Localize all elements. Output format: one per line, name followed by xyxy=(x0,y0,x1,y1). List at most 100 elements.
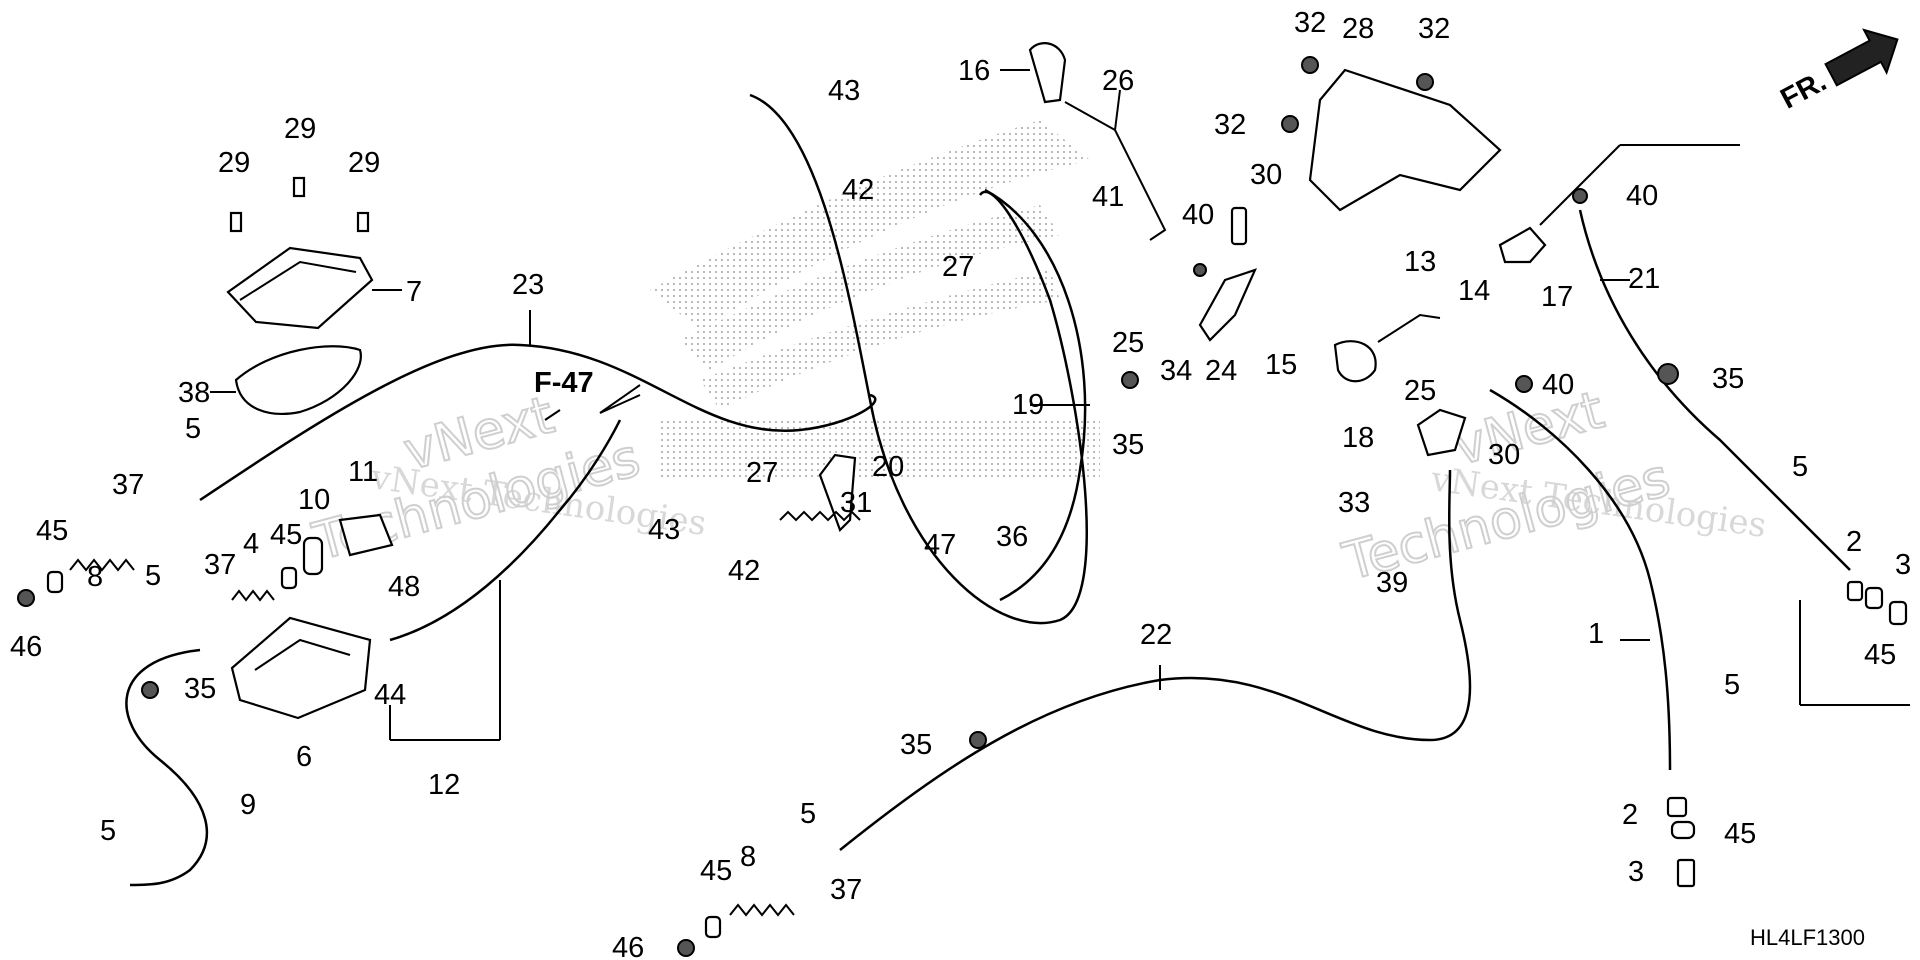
callout-45: 45 xyxy=(700,855,732,887)
callout-5: 5 xyxy=(145,560,161,592)
reference-label: F-47 xyxy=(534,367,594,399)
callout-4: 4 xyxy=(243,528,259,560)
part-38-gasket xyxy=(234,345,362,415)
part-32-nut-b xyxy=(1416,73,1434,91)
cable-9 xyxy=(125,648,209,887)
cables xyxy=(125,93,1851,887)
callout-44: 44 xyxy=(374,679,406,711)
callout-39: 39 xyxy=(1376,567,1408,599)
reference-f47: F-47 xyxy=(534,367,594,421)
callout-16: 16 xyxy=(958,55,990,87)
callout-27: 27 xyxy=(746,457,778,489)
part-35-clamp-c xyxy=(969,731,987,749)
callout-32: 32 xyxy=(1418,13,1450,45)
part-6-housing xyxy=(230,616,372,720)
part-32-nut-c xyxy=(1281,115,1299,133)
callout-27: 27 xyxy=(942,251,974,283)
callout-33: 33 xyxy=(1338,487,1370,519)
part-3-pin-b xyxy=(1676,858,1696,888)
callout-35: 35 xyxy=(900,729,932,761)
cable-12 xyxy=(389,419,622,642)
part-16-knob xyxy=(1028,42,1067,104)
callout-26: 26 xyxy=(1102,65,1134,97)
callout-5: 5 xyxy=(800,798,816,830)
part-29-bolt-c xyxy=(356,211,370,233)
part-29-bolt-b xyxy=(292,176,306,198)
callout-3: 3 xyxy=(1895,549,1911,581)
callout-29: 29 xyxy=(218,147,250,179)
callout-numbers: 1 2 2 3 3 4 5 5 5 5 5 5 6 7 8 8 9 10 11 … xyxy=(10,7,1911,960)
callout-42: 42 xyxy=(842,174,874,206)
part-45-collar-a xyxy=(46,570,64,594)
callout-47: 47 xyxy=(924,529,956,561)
callout-43: 43 xyxy=(648,514,680,546)
part-40-nut-a xyxy=(1572,188,1588,204)
callout-40: 40 xyxy=(1182,199,1214,231)
callout-37: 37 xyxy=(204,549,236,581)
callout-36: 36 xyxy=(996,521,1028,553)
callout-45: 45 xyxy=(270,519,302,551)
part-26-lever xyxy=(1064,101,1167,241)
callout-23: 23 xyxy=(512,269,544,301)
leader-lines xyxy=(210,69,1910,741)
callout-20: 20 xyxy=(872,451,904,483)
callout-46: 46 xyxy=(10,631,42,663)
part-18-bracket xyxy=(1416,408,1467,457)
part-45-collar-c xyxy=(704,915,722,939)
callout-40: 40 xyxy=(1626,180,1658,212)
callout-30: 30 xyxy=(1250,159,1282,191)
callout-12: 12 xyxy=(428,769,460,801)
callout-25: 25 xyxy=(1404,375,1436,407)
diagram-code: HL4LF1300 xyxy=(1750,925,1865,950)
callout-5: 5 xyxy=(100,815,116,847)
callout-45: 45 xyxy=(1864,639,1896,671)
callout-1: 1 xyxy=(1588,618,1604,650)
callout-29: 29 xyxy=(284,113,316,145)
callout-35: 35 xyxy=(184,673,216,705)
callout-40: 40 xyxy=(1542,369,1574,401)
callout-35: 35 xyxy=(1712,363,1744,395)
part-spring-cable-19 xyxy=(779,510,861,522)
callout-18: 18 xyxy=(1342,422,1374,454)
part-24-bracket xyxy=(1198,268,1258,342)
part-8-spring-lower xyxy=(729,903,795,917)
cable-22 xyxy=(839,469,1472,851)
part-40-nut-c xyxy=(1193,263,1207,277)
callout-42: 42 xyxy=(728,555,760,587)
cable-20-inner xyxy=(984,188,1087,602)
part-2-sleeve-b xyxy=(1666,796,1688,818)
part-13-lever xyxy=(1377,313,1441,343)
callout-8: 8 xyxy=(740,841,756,873)
part-20-arm xyxy=(818,453,857,532)
front-indicator: FR. xyxy=(1776,28,1899,116)
callout-6: 6 xyxy=(296,741,312,773)
part-8-spring xyxy=(69,558,135,572)
callout-5: 5 xyxy=(1792,451,1808,483)
callout-10: 10 xyxy=(298,484,330,516)
callout-31: 31 xyxy=(840,487,872,519)
part-30-bolt-upper xyxy=(1230,206,1248,246)
callout-14: 14 xyxy=(1458,275,1490,307)
callout-35: 35 xyxy=(1112,429,1144,461)
part-29-bolt-a xyxy=(229,211,243,233)
callout-43: 43 xyxy=(828,75,860,107)
part-15-knob xyxy=(1333,340,1377,383)
callout-32: 32 xyxy=(1294,7,1326,39)
part-45-collar-e xyxy=(1670,820,1696,840)
part-45-collar-d xyxy=(1864,586,1884,610)
callout-29: 29 xyxy=(348,147,380,179)
callout-22: 22 xyxy=(1140,619,1172,651)
part-11-switch xyxy=(338,513,394,557)
callout-11: 11 xyxy=(348,456,378,488)
part-4-spring xyxy=(231,589,275,602)
callout-19: 19 xyxy=(1012,389,1044,421)
background-emblem xyxy=(650,120,1100,480)
part-28-plate xyxy=(1308,68,1502,212)
callout-45: 45 xyxy=(36,515,68,547)
front-label: FR. xyxy=(1776,65,1832,115)
callout-34: 34 xyxy=(1160,355,1192,387)
callout-17: 17 xyxy=(1541,281,1573,313)
callout-25: 25 xyxy=(1112,327,1144,359)
callout-46: 46 xyxy=(612,932,644,960)
